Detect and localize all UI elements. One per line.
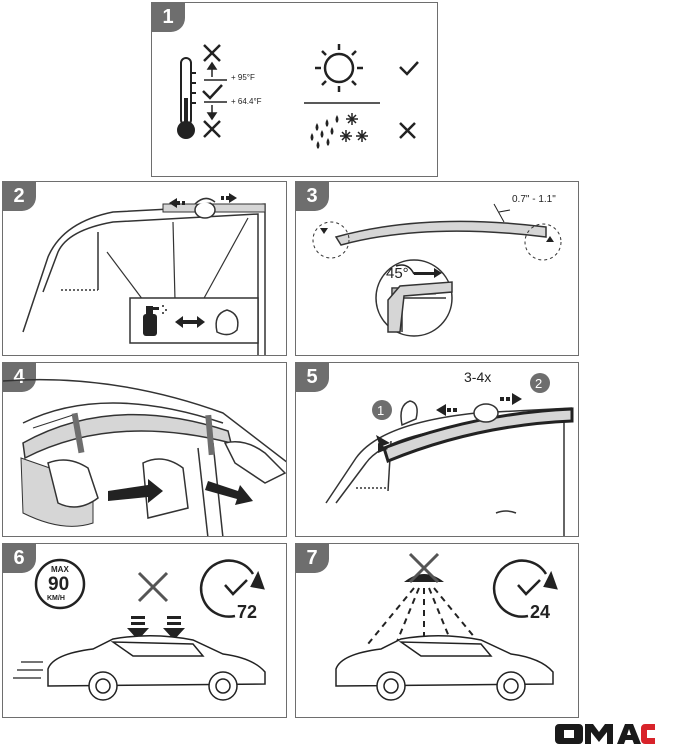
- hand-wipe-icon: [473, 403, 499, 423]
- check-icon-sun: [399, 61, 419, 76]
- cross-icon-top: [203, 44, 221, 62]
- right-detail-circle: [524, 223, 562, 261]
- step-5-badge: 5: [296, 363, 329, 392]
- pressure-arrows-icon: [127, 616, 185, 640]
- step-2-badge: 2: [3, 182, 36, 211]
- down-arrow-icon: [206, 105, 218, 121]
- tape-strip-right: [205, 414, 215, 456]
- cross-icon-bottom: [203, 120, 221, 138]
- step-1-panel: 1 + 95°F + 64.4°F: [151, 2, 438, 177]
- double-arrow-icon: [175, 316, 205, 328]
- step-7-panel: 7 24: [295, 543, 579, 718]
- hours-label: 24: [530, 602, 550, 622]
- rain-snow-icon: [310, 113, 368, 149]
- push-arrow-right-icon: [205, 481, 253, 505]
- step-4-illustration: [3, 378, 286, 536]
- check-icon: [202, 84, 223, 100]
- step-4-panel: 4: [2, 362, 287, 537]
- marker-1-circle: [372, 400, 392, 420]
- corner-arrows: [320, 228, 554, 242]
- step-6-illustration: MAX 90 KM/H 72: [13, 558, 266, 701]
- cross-icon: [137, 571, 169, 603]
- hand-press-icon: [400, 400, 418, 427]
- speed-limit-sign: [34, 558, 86, 610]
- arrow-right-icon: [221, 193, 237, 203]
- step-3-panel: 3 0.7" - 1.1" 45°: [295, 181, 579, 356]
- hours-label: 72: [237, 602, 257, 622]
- arrow-left-icon: [169, 198, 185, 208]
- clock-icon: [199, 559, 265, 618]
- step-2-illustration: [22, 193, 266, 355]
- pointer-lines: [106, 217, 249, 301]
- angle-label: 45°: [386, 265, 409, 282]
- deflector-press: [382, 407, 574, 464]
- hand-wipe-icon: [194, 197, 216, 219]
- cross-icon-rain: [399, 122, 416, 139]
- up-arrow-icon: [206, 61, 218, 77]
- step-4-badge: 4: [3, 363, 36, 392]
- seat-outline: [142, 458, 189, 519]
- step-7-badge: 7: [296, 544, 329, 573]
- angle-arrow: [414, 268, 442, 278]
- temp-low-label: + 64.4°F: [231, 97, 262, 106]
- sun-icon: [315, 44, 363, 92]
- water-spray-lines: [367, 587, 481, 645]
- step-1-illustration: + 95°F + 64.4°F: [177, 44, 419, 149]
- car-side-icon: [335, 634, 554, 701]
- press-arrows-icon: [376, 435, 390, 453]
- repeat-label: 3-4x: [464, 369, 491, 385]
- step-5-panel: 5 1 2 3-4x: [295, 362, 579, 537]
- spray-bottle-icon: [143, 305, 167, 336]
- step-6-panel: 6 MAX 90 KM/H 72: [2, 543, 287, 718]
- marker-2-label: 2: [535, 376, 542, 391]
- car-roof-outline: [3, 378, 286, 536]
- hand-left-icon: [47, 459, 99, 508]
- left-detail-circle: [312, 221, 350, 259]
- car-door-outline: [22, 203, 266, 355]
- slide-left-arrow-icon: [436, 404, 457, 416]
- cloth-hand-icon: [215, 309, 239, 336]
- gap-label: 0.7" - 1.1": [512, 194, 556, 205]
- gap-dimension: [493, 203, 511, 223]
- step-3-illustration: 0.7" - 1.1" 45°: [312, 194, 562, 337]
- tape-strip-left: [71, 412, 85, 454]
- step-7-illustration: 24: [335, 552, 558, 701]
- step-2-panel: 2: [2, 181, 287, 356]
- speed-value-label: 90: [48, 574, 69, 595]
- step-6-badge: 6: [3, 544, 36, 573]
- thermometer-icon: [177, 57, 196, 139]
- speed-lines: [13, 661, 43, 679]
- speed-unit-label: KM/H: [47, 595, 65, 602]
- push-arrow-left-icon: [108, 479, 163, 503]
- slide-right-arrow-icon: [500, 393, 522, 405]
- step-1-badge: 1: [152, 3, 185, 32]
- deflector-profile: [334, 220, 547, 246]
- step-3-badge: 3: [296, 182, 329, 211]
- cross-icon: [408, 552, 440, 584]
- marker-2-circle: [530, 373, 550, 393]
- omac-logo: [555, 724, 655, 744]
- clock-icon: [492, 559, 558, 618]
- speed-max-label: MAX: [51, 565, 69, 574]
- hand-right-icon: [223, 441, 286, 484]
- temp-high-label: + 95°F: [231, 73, 255, 82]
- car-side-icon: [47, 634, 266, 701]
- step-5-illustration: 1 2 3-4x: [325, 369, 574, 536]
- marker-1-label: 1: [377, 403, 384, 418]
- angle-detail: [387, 264, 453, 333]
